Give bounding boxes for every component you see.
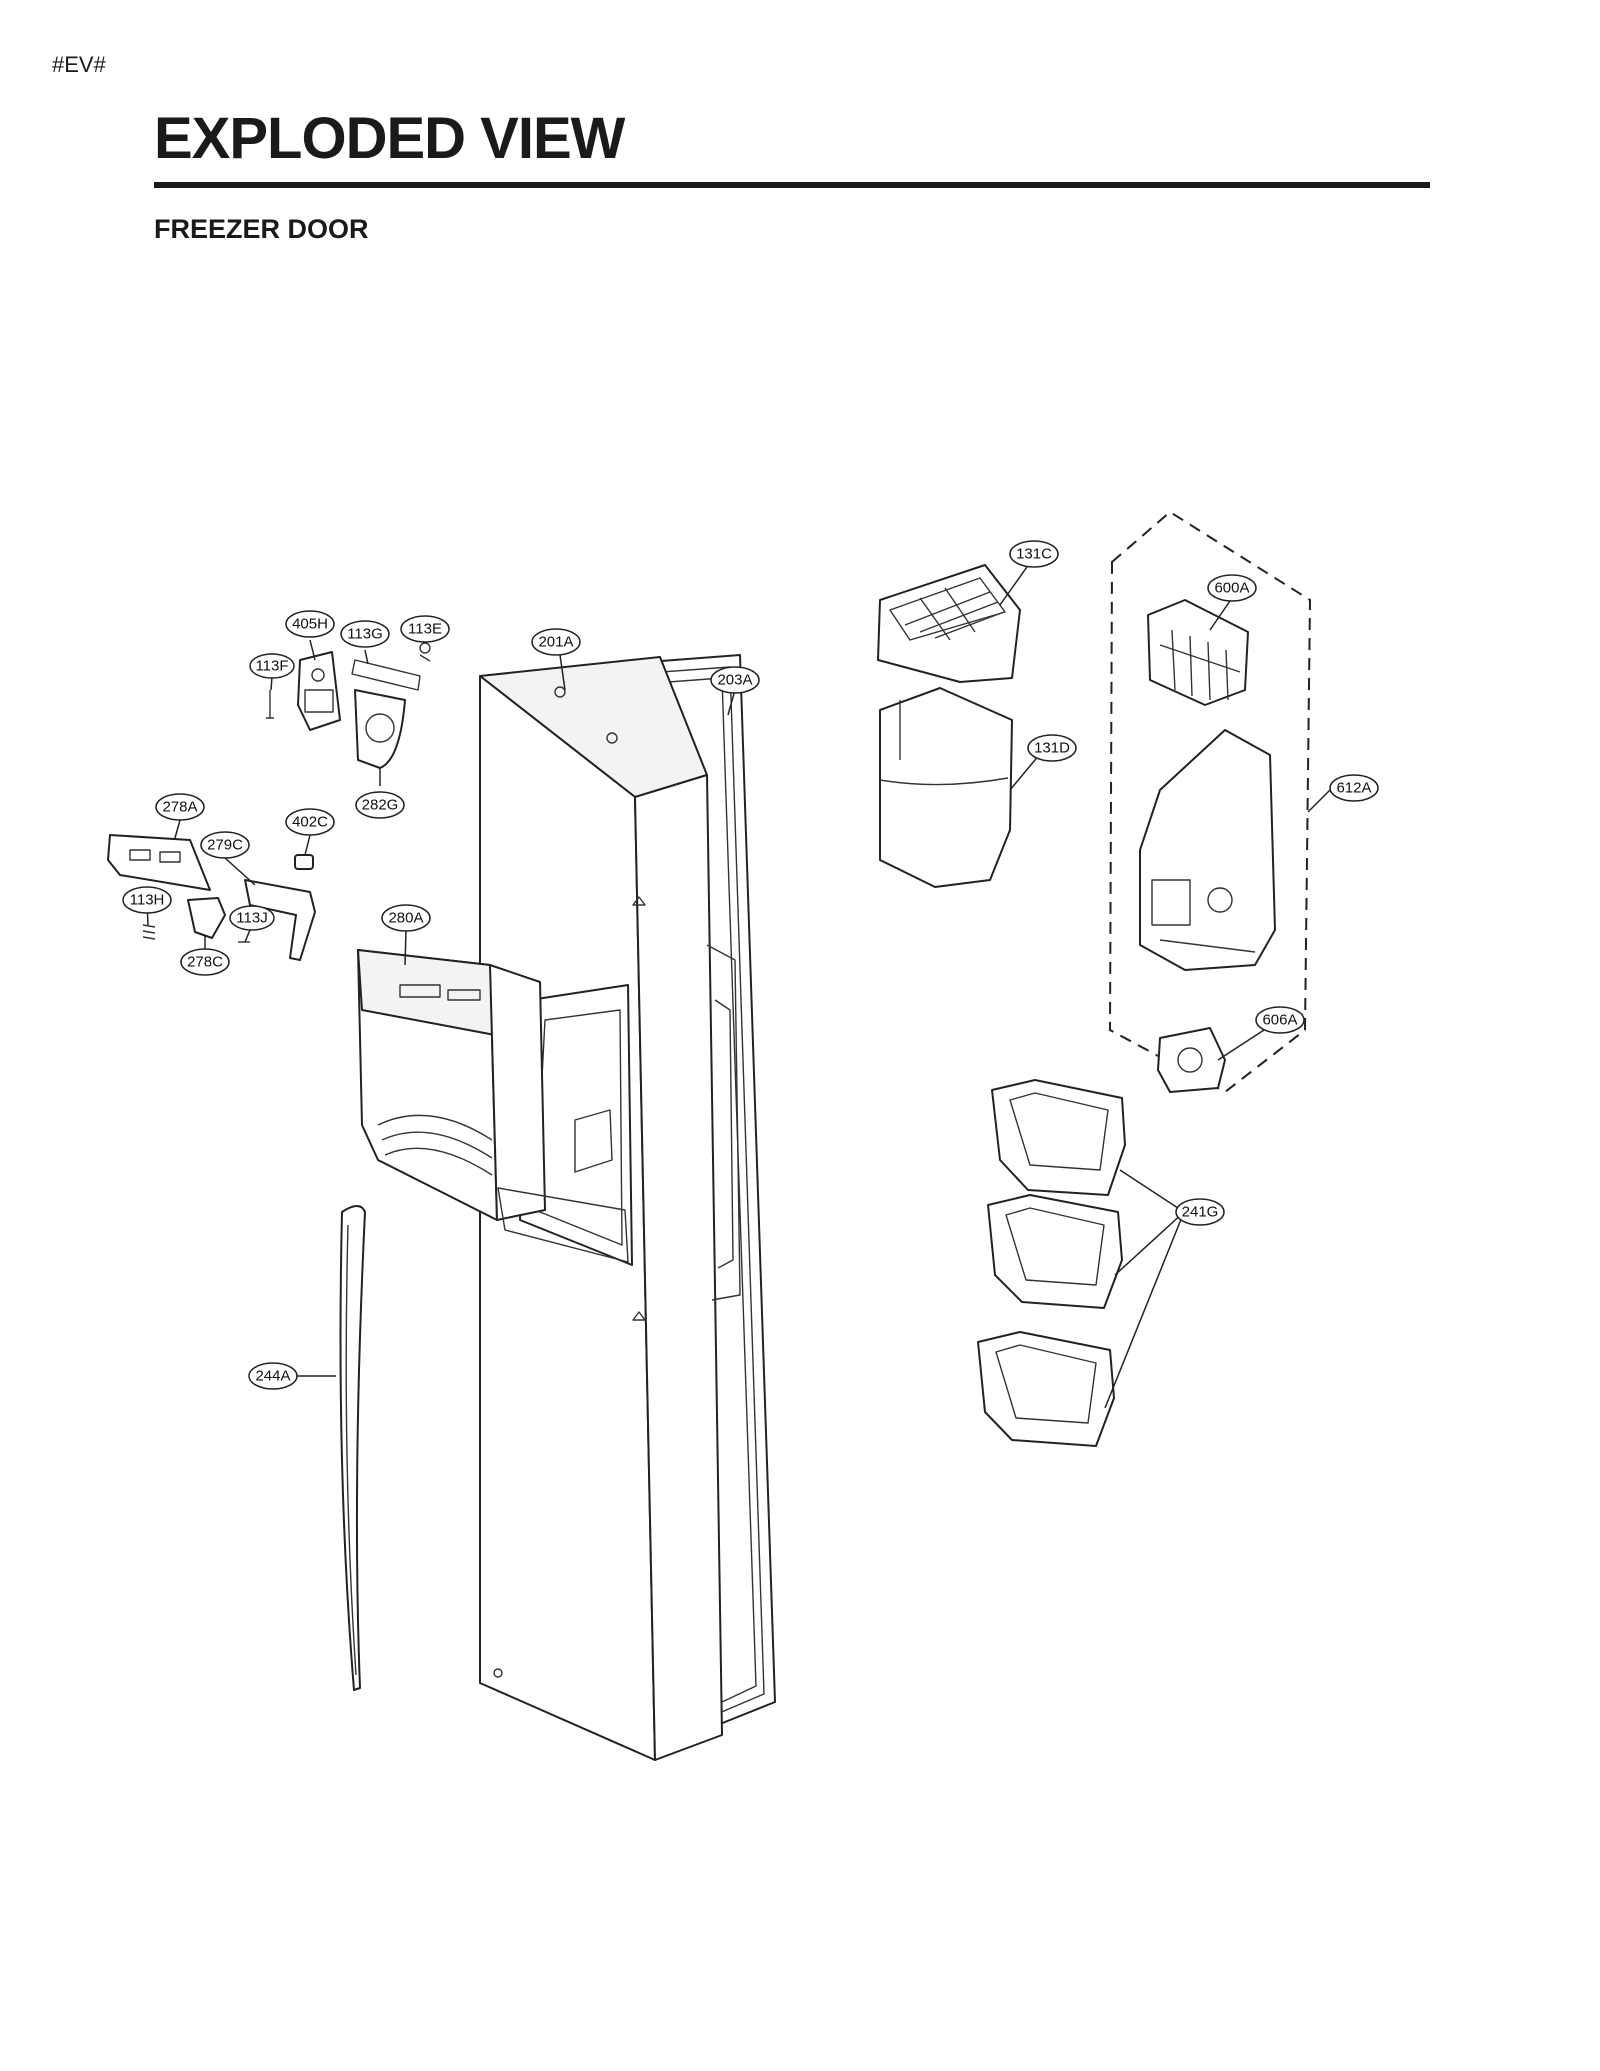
page-code: #EV# [52, 52, 106, 77]
svg-text:606A: 606A [1262, 1012, 1297, 1029]
part-282g: 282G [355, 791, 405, 819]
title-rule [154, 182, 1430, 188]
part-612a: 612A [1329, 774, 1379, 802]
part-280a: 280A [381, 904, 431, 932]
svg-text:113J: 113J [236, 910, 267, 927]
part-278c: 278C [180, 948, 230, 976]
ice-bin-cover [877, 564, 1021, 683]
part-600a: 600A [1207, 574, 1257, 602]
svg-text:612A: 612A [1336, 780, 1371, 797]
svg-text:201A: 201A [538, 634, 573, 651]
switch-402c [294, 854, 314, 870]
part-113e: 113E [400, 615, 450, 643]
part-113g: 113G [340, 620, 390, 648]
svg-text:113E: 113E [408, 621, 442, 638]
door-bin-3 [977, 1331, 1115, 1447]
part-405h: 405H [285, 610, 335, 638]
plate-278a [107, 834, 211, 891]
part-402c: 402C [285, 808, 335, 836]
door-panel [479, 656, 741, 1761]
door-bin-2 [987, 1194, 1123, 1309]
part-244a: 244A [248, 1362, 298, 1390]
svg-text:280A: 280A [388, 910, 423, 927]
svg-text:113H: 113H [130, 892, 165, 909]
dispenser-frame [357, 949, 629, 1263]
page-title: EXPLODED VIEW [154, 106, 625, 171]
pin-113f [266, 690, 274, 719]
part-203a: 203A [710, 666, 760, 694]
svg-text:203A: 203A [717, 672, 752, 689]
section-title: FREEZER DOOR [154, 214, 369, 244]
part-279c: 279C [200, 831, 250, 859]
svg-text:113F: 113F [255, 658, 288, 675]
svg-text:241G: 241G [1182, 1204, 1219, 1221]
bracket-278c [187, 897, 226, 939]
svg-text:278C: 278C [187, 954, 223, 971]
bracket-113g [351, 659, 421, 691]
auger-motor [1157, 1027, 1226, 1093]
ice-bin [879, 687, 1013, 888]
part-113h: 113H [122, 886, 172, 914]
screw-113e [419, 642, 431, 662]
part-241g: 241G [1175, 1198, 1225, 1226]
part-201a: 201A [531, 628, 581, 656]
door-handle [339, 1205, 366, 1691]
svg-text:131C: 131C [1016, 546, 1052, 563]
svg-text:113G: 113G [347, 626, 383, 643]
spring-113h [142, 924, 156, 940]
part-131d: 131D [1027, 734, 1077, 762]
part-113j: 113J [229, 905, 275, 931]
part-131c: 131C [1009, 540, 1059, 568]
svg-text:279C: 279C [207, 837, 243, 854]
cover-282g [354, 689, 406, 769]
svg-text:244A: 244A [255, 1368, 290, 1385]
part-113f: 113F [249, 653, 295, 679]
svg-text:131D: 131D [1034, 740, 1070, 757]
svg-text:600A: 600A [1214, 580, 1249, 597]
icemaker [1147, 599, 1249, 706]
svg-text:405H: 405H [292, 616, 328, 633]
icemaker-kit-boundary [1108, 510, 1312, 1094]
svg-text:278A: 278A [162, 799, 197, 816]
door-bin-1 [991, 1079, 1126, 1196]
part-278a: 278A [155, 793, 205, 821]
svg-text:282G: 282G [362, 797, 399, 814]
part-606a: 606A [1255, 1006, 1305, 1034]
ice-dispenser-housing [1139, 729, 1276, 971]
svg-text:402C: 402C [292, 814, 328, 831]
actuator-assembly [297, 651, 341, 731]
